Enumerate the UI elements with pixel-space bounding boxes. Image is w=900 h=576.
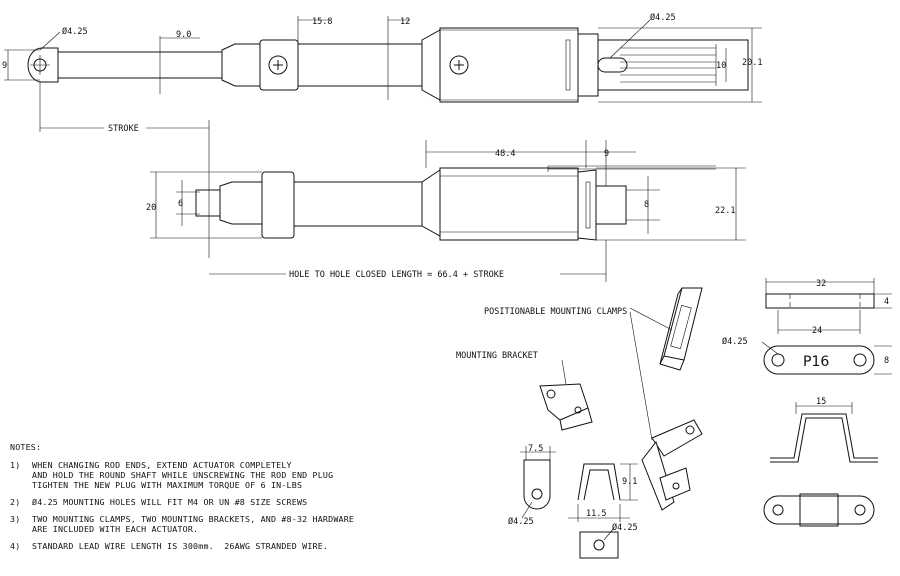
note-line: TWO MOUNTING CLAMPS, TWO MOUNTING BRACKE…: [32, 514, 355, 524]
note-line: ARE INCLUDED WITH EACH ACTUATOR.: [32, 524, 199, 534]
dim-bracket-hole-left: Ø4.25: [508, 516, 534, 527]
dim-bracket-w: 7.5: [528, 444, 543, 454]
notes-block: NOTES: 1) WHEN CHANGING ROD ENDS, EXTEND…: [10, 442, 430, 558]
dim-rod-end-height: 20: [146, 203, 156, 213]
dim-slot-width: 10: [716, 61, 726, 71]
dim-tail-hole: 8: [644, 200, 649, 210]
callout-clamps: POSITIONABLE MOUNTING CLAMPS: [484, 307, 627, 317]
dim-body-height-bottom: 22.1: [715, 206, 735, 216]
note-item: 4) STANDARD LEAD WIRE LENGTH IS 300mm. 2…: [10, 541, 430, 551]
clamp-detail: 32 4 24 P16 Ø4.25 8 15: [722, 278, 892, 527]
dim-slot-hole: Ø4.25: [650, 12, 676, 23]
dim-bracket-hole-right: Ø4.25: [612, 522, 638, 533]
note-line: AND HOLD THE ROUND SHAFT WHILE UNSCREWIN…: [32, 470, 334, 480]
note-line: WHEN CHANGING ROD ENDS, EXTEND ACTUATOR …: [32, 460, 292, 470]
dim-body-height-top: 20.1: [742, 58, 762, 68]
dim-clamp-bend: 15: [816, 397, 826, 407]
note-line: Ø4.25 MOUNTING HOLES WILL FIT M4 OR UN #…: [32, 497, 308, 507]
note-line: STANDARD LEAD WIRE LENGTH IS 300mm. 26AW…: [32, 541, 329, 551]
dim-shaft-dia: 9.0: [176, 30, 191, 40]
dim-closed-length: HOLE TO HOLE CLOSED LENGTH = 66.4 + STRO…: [289, 270, 504, 280]
notes-title: NOTES:: [10, 442, 42, 452]
callout-bracket: MOUNTING BRACKET: [456, 351, 538, 361]
dim-tail-len: 9: [604, 149, 609, 159]
clamp-mark-p16: P16: [803, 354, 829, 370]
top-dimensions: 9 Ø4.25 9.0 15.8 12 Ø4.25 10 20.1 STROKE: [2, 12, 762, 258]
dim-bracket-h: 9.1: [622, 477, 637, 487]
note-number: 3): [10, 514, 21, 524]
dim-clamp-thk: 4: [884, 297, 889, 307]
note-number: 4): [10, 541, 21, 551]
dim-body-len: 48.4: [495, 149, 515, 159]
dim-collar-len: 15.8: [312, 17, 332, 27]
note-number: 2): [10, 497, 21, 507]
dim-bracket-span: 11.5: [586, 509, 606, 519]
bottom-dimensions: 20 6 48.4 9 8 22.1 HOLE TO HOLE CLOSED L…: [146, 140, 746, 282]
top-actuator-view: [27, 27, 749, 103]
dim-clamp-hole: Ø4.25: [722, 336, 748, 347]
note-number: 1): [10, 460, 21, 470]
dim-rod-eye-height: 9: [2, 61, 7, 71]
dim-stroke: STROKE: [108, 124, 139, 134]
note-item: 1) WHEN CHANGING ROD ENDS, EXTEND ACTUAT…: [10, 460, 430, 490]
note-line: TIGHTEN THE NEW PLUG WITH MAXIMUM TORQUE…: [32, 480, 303, 490]
dim-rod-end-hole: 6: [178, 199, 183, 209]
bottom-actuator-view: [195, 165, 716, 241]
dim-clamp-hole-spacing: 24: [812, 326, 822, 336]
iso-parts: POSITIONABLE MOUNTING CLAMPS MOUNTING BR…: [456, 287, 703, 511]
dim-clamp-len: 32: [816, 279, 826, 289]
dim-housing-dia: 12: [400, 17, 410, 27]
note-item: 3) TWO MOUNTING CLAMPS, TWO MOUNTING BRA…: [10, 514, 430, 534]
bracket-detail: 7.5 Ø4.25 9.1 11.5 Ø4.25: [508, 444, 638, 559]
dim-clamp-height: 8: [884, 356, 889, 366]
dim-rod-eye-hole: Ø4.25: [62, 26, 88, 37]
note-item: 2) Ø4.25 MOUNTING HOLES WILL FIT M4 OR U…: [10, 497, 430, 507]
